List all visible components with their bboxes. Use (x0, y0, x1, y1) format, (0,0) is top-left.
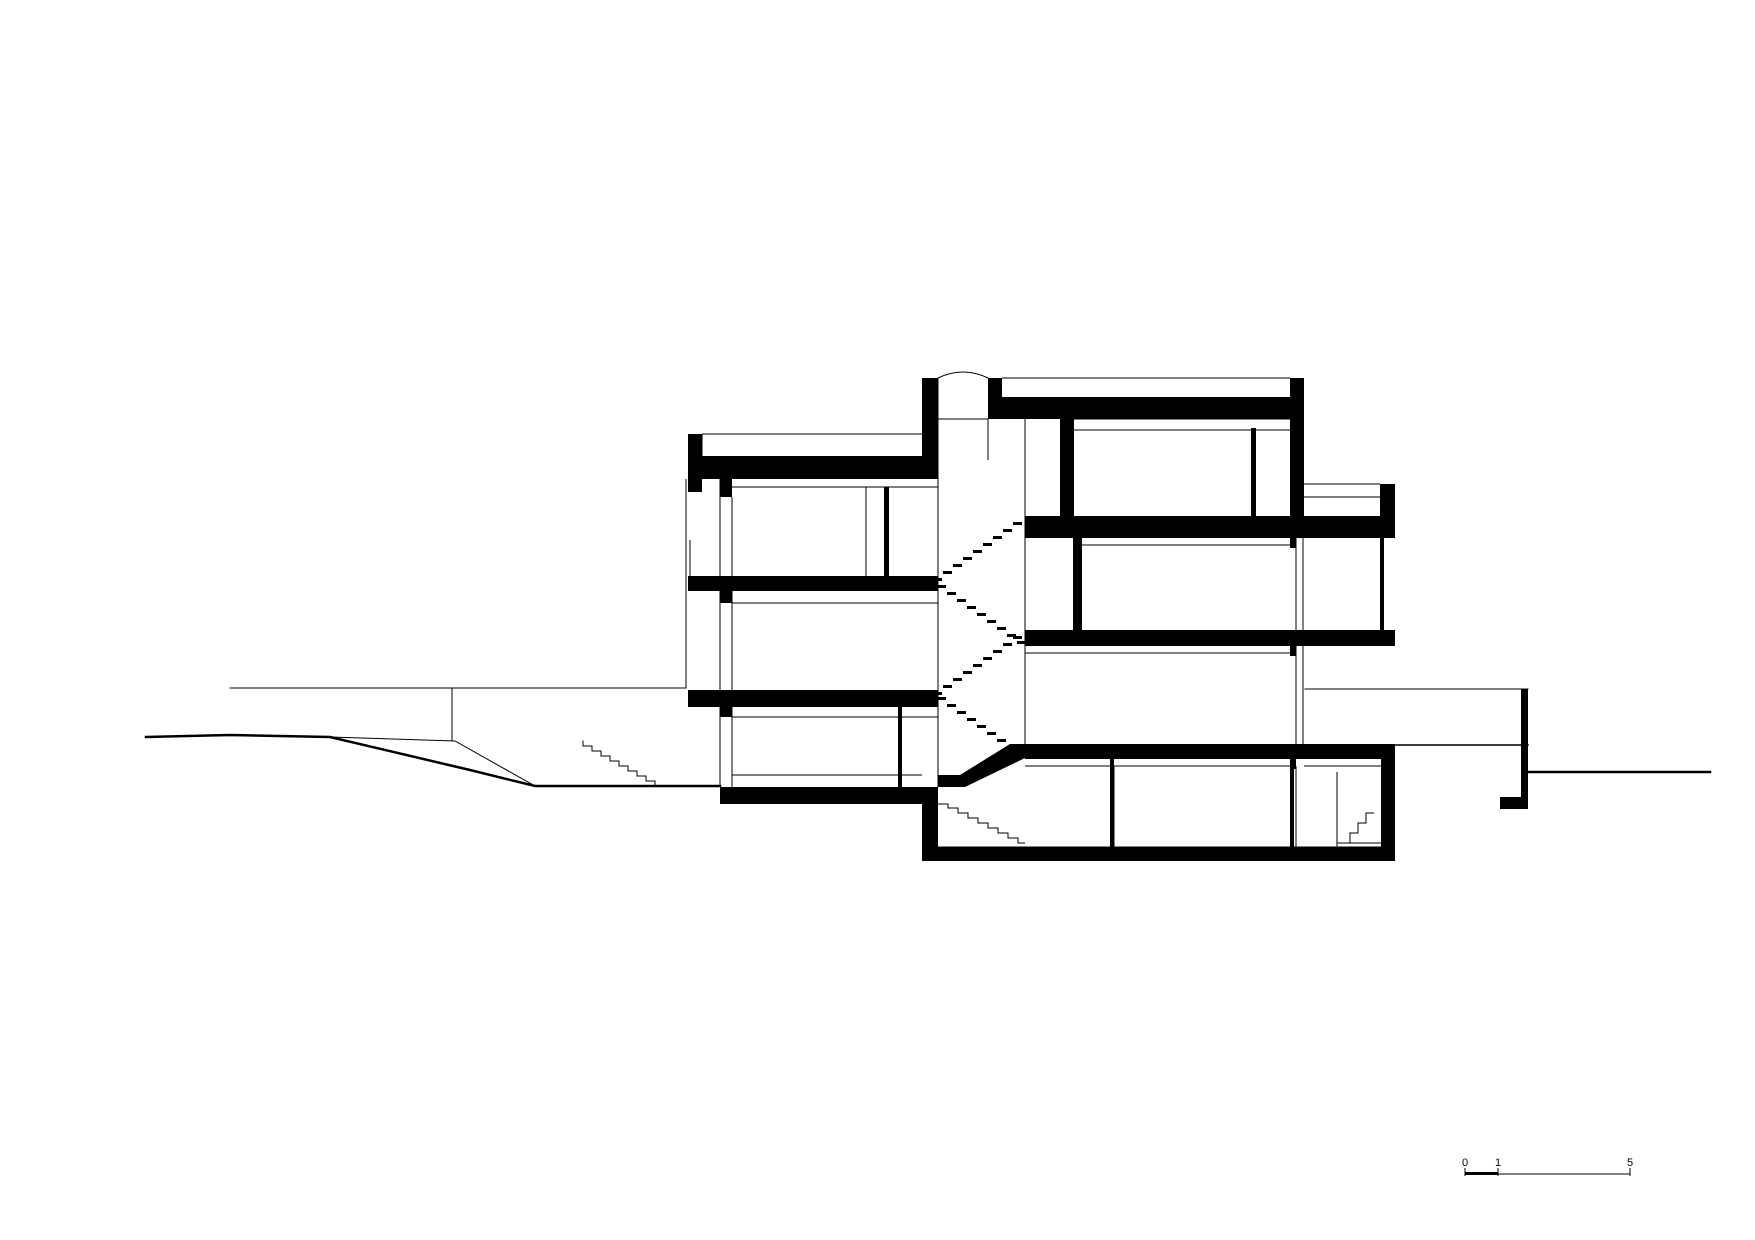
stair-tread (957, 599, 966, 602)
stair-tread (943, 571, 952, 574)
stair-tread (987, 732, 996, 735)
scale-bar-thick-segment (1465, 1172, 1498, 1175)
stair-tread (1017, 753, 1026, 756)
scale-bar: 0 1 5 (1462, 1157, 1633, 1176)
right-slab-1 (1025, 744, 1395, 759)
right-slab-2 (1025, 630, 1394, 646)
stair-tread (993, 650, 1002, 653)
central-stair-treads (933, 522, 1026, 756)
stair-tread (953, 564, 962, 567)
stair-tread (947, 592, 956, 595)
scale-label-0: 0 (1462, 1157, 1468, 1169)
stair-tread (1007, 634, 1016, 637)
left-slab-2 (688, 576, 938, 591)
stair-tread (973, 664, 982, 667)
right-slab-3 (1025, 516, 1394, 538)
stair-tread (977, 725, 986, 728)
stair-tread (963, 557, 972, 560)
stair-tread (957, 711, 966, 714)
stair-tread (933, 692, 942, 695)
terrace-slope (329, 736, 536, 787)
stair-tread (997, 739, 1006, 742)
stair-tread (933, 578, 942, 581)
stair-tread (937, 585, 946, 588)
stair-tread (997, 627, 1006, 630)
ground-line-left (144, 733, 722, 788)
stair-tread (1017, 641, 1026, 644)
stair-tread (1003, 643, 1012, 646)
scale-label-5: 5 (1627, 1157, 1633, 1169)
stair-tread (1003, 529, 1012, 532)
stair-tread (987, 620, 996, 623)
basement-stair (938, 803, 1025, 844)
scale-label-1: 1 (1495, 1157, 1501, 1169)
stair-tread (963, 671, 972, 674)
skylight-dome (937, 371, 989, 379)
stair-tread (1007, 746, 1016, 749)
stair-tread (967, 606, 976, 609)
retaining-wall-right (1500, 689, 1528, 809)
building-cut-elements (688, 378, 1395, 861)
stair-tread (977, 613, 986, 616)
stair-tread (993, 536, 1002, 539)
left-slab-1 (688, 690, 938, 707)
right-balcony-parapet (1380, 484, 1395, 538)
stair-tread (947, 704, 956, 707)
stair-tread (967, 718, 976, 721)
stair-tread (983, 657, 992, 660)
right-roof-slab (988, 397, 1304, 419)
building-projection-lines (685, 371, 1381, 848)
basement-floor-slab (922, 847, 1395, 861)
stair-tread (1013, 636, 1022, 639)
core-left-wall (922, 378, 938, 460)
left-slab-0 (720, 787, 938, 804)
stair-tread (983, 543, 992, 546)
terrace-steps (582, 740, 673, 787)
stair-tread (1013, 522, 1022, 525)
stair-tread (953, 678, 962, 681)
core-lower-left-wall (922, 787, 938, 859)
stair-tread (937, 697, 946, 700)
stair-tread (943, 685, 952, 688)
stair-tread (973, 550, 982, 553)
right-roof-parapet-left (988, 378, 1002, 398)
basement-right-wall (1381, 744, 1395, 861)
stair-landing-lower (938, 744, 1025, 787)
left-roof-slab (688, 456, 938, 479)
